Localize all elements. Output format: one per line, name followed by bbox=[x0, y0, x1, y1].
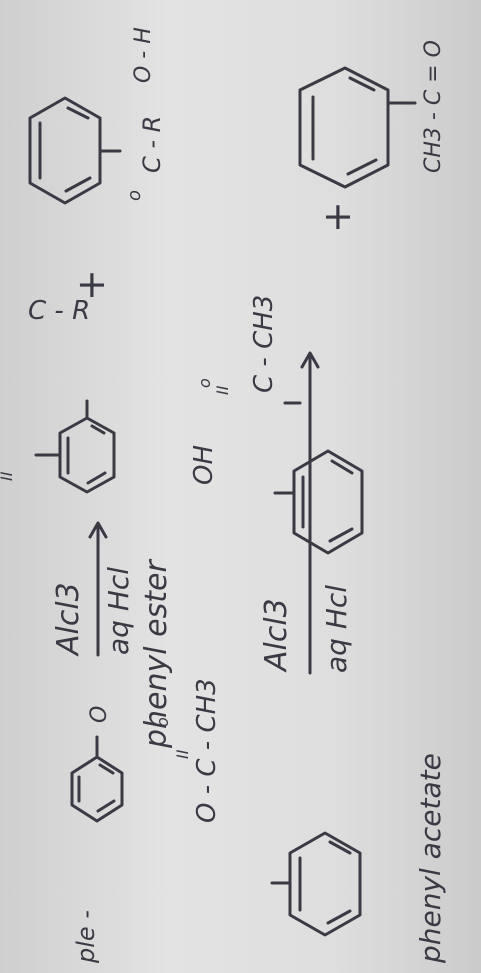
benzene-ring-left bbox=[270, 831, 362, 937]
acetyl-label: C - CH3 bbox=[249, 295, 279, 393]
oh-para: O - H bbox=[131, 27, 156, 83]
plus-2: + bbox=[315, 201, 359, 233]
prefix-text: ple - bbox=[72, 910, 100, 964]
reagent2-top: Alcl3 bbox=[259, 598, 294, 673]
acyl-r-label: C - R bbox=[28, 296, 90, 326]
benzene-ring-1 bbox=[70, 735, 124, 823]
benzene-ring-3 bbox=[28, 96, 122, 205]
benzene-ring-2 bbox=[34, 399, 116, 494]
dbl-bond-1: II bbox=[0, 471, 16, 481]
plus-1: + bbox=[69, 269, 113, 301]
dot-3: o bbox=[195, 378, 214, 388]
reagent2-bottom: aq Hcl bbox=[320, 585, 353, 673]
dbl-bond-2: II bbox=[173, 749, 192, 759]
c-r-para: C - R bbox=[138, 116, 166, 173]
benzene-ring-4 bbox=[273, 449, 364, 555]
name1-text: phenyl ester bbox=[139, 559, 174, 749]
arrow-2-head bbox=[300, 351, 320, 369]
dot-2: o bbox=[153, 717, 172, 727]
dot-1: o bbox=[124, 190, 145, 201]
arrow-1-head bbox=[88, 521, 108, 539]
name2-text: phenyl acetate bbox=[414, 753, 447, 964]
reagent1-top: Alcl3 bbox=[51, 582, 86, 657]
reagent1-bottom: aq Hcl bbox=[102, 567, 135, 655]
dbl-bond-3: II bbox=[213, 385, 232, 395]
ester-chain: O - C - CH3 bbox=[192, 678, 222, 823]
oxygen-label-1: O bbox=[87, 706, 112, 723]
oh-label: OH bbox=[189, 445, 219, 485]
benzene-ring-5 bbox=[298, 66, 417, 189]
ch3-co-label: CH3 - C = O bbox=[421, 40, 446, 173]
